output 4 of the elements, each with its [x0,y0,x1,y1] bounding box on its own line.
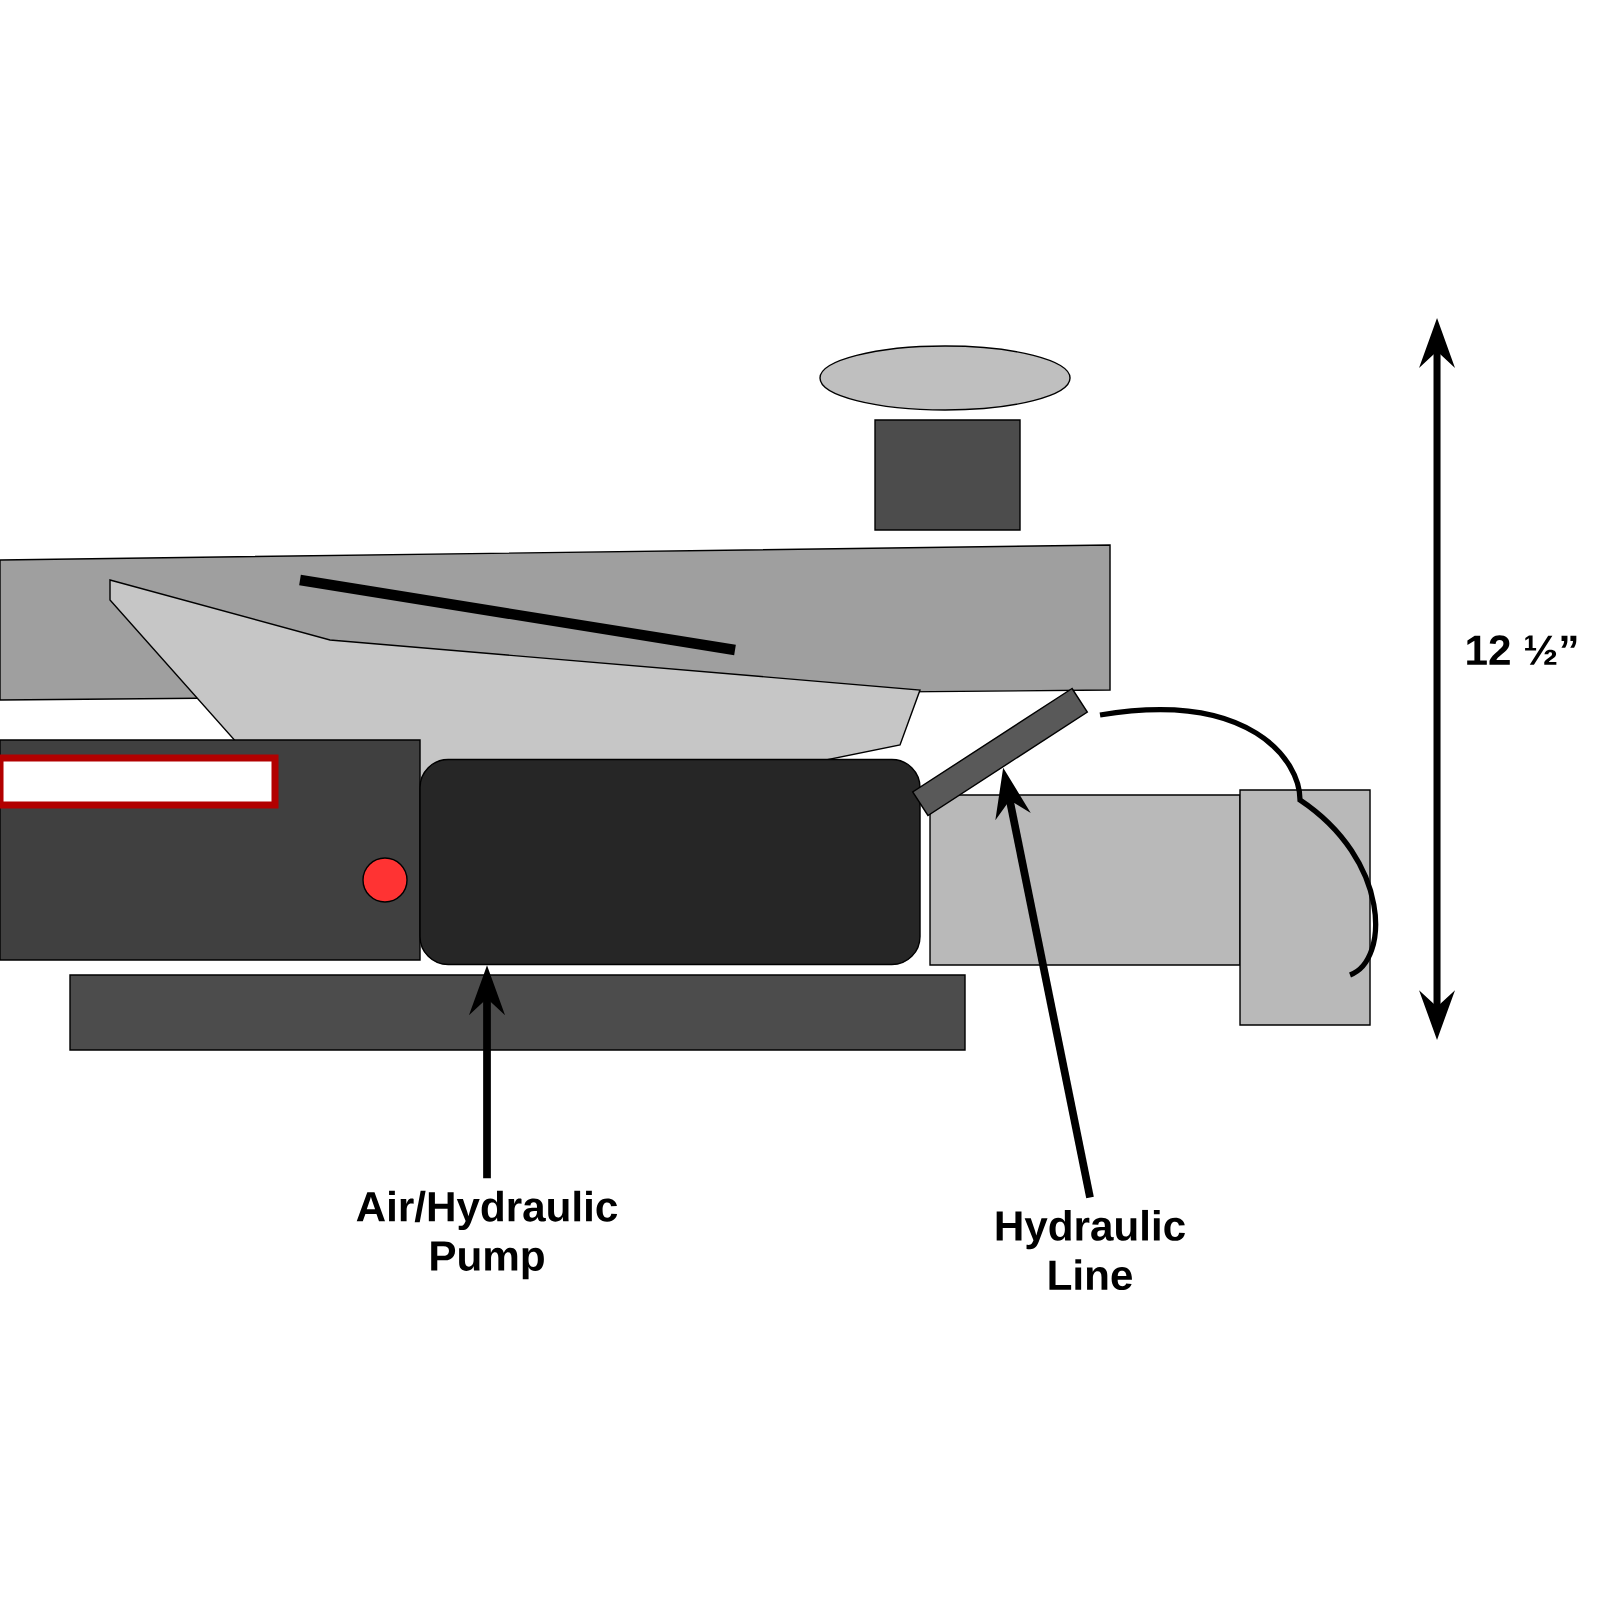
pump-cylinder [419,758,921,966]
dimension-label: 12 ½” [1467,635,1577,665]
callout-text: Air/Hydraulic Pump [356,1190,618,1280]
callout-text: Hydraulic Line [996,1209,1185,1291]
